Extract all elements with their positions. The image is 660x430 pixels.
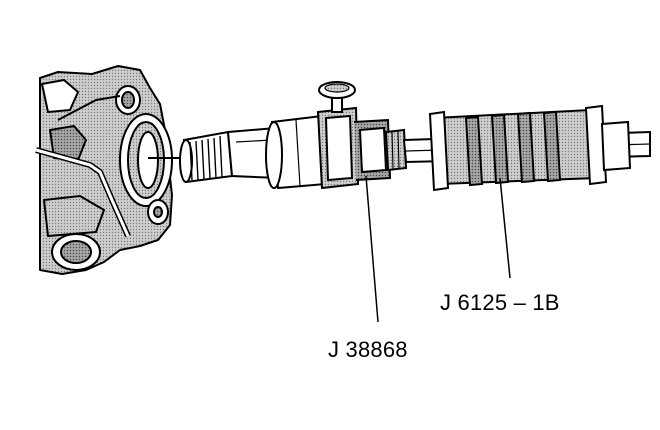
leader-j38868 bbox=[365, 175, 379, 323]
callout-label-slide-hammer: J 6125 – 1B bbox=[440, 290, 560, 315]
leader-lines bbox=[365, 175, 511, 323]
adapter-j38868 bbox=[265, 81, 408, 190]
slide-hammer-j6125-1b bbox=[402, 104, 651, 192]
callout-label-adapter: J 38868 bbox=[328, 337, 408, 362]
steering-gear-housing bbox=[35, 65, 173, 275]
leader-j6125-1b bbox=[499, 177, 511, 279]
splined-coupling bbox=[179, 126, 280, 184]
